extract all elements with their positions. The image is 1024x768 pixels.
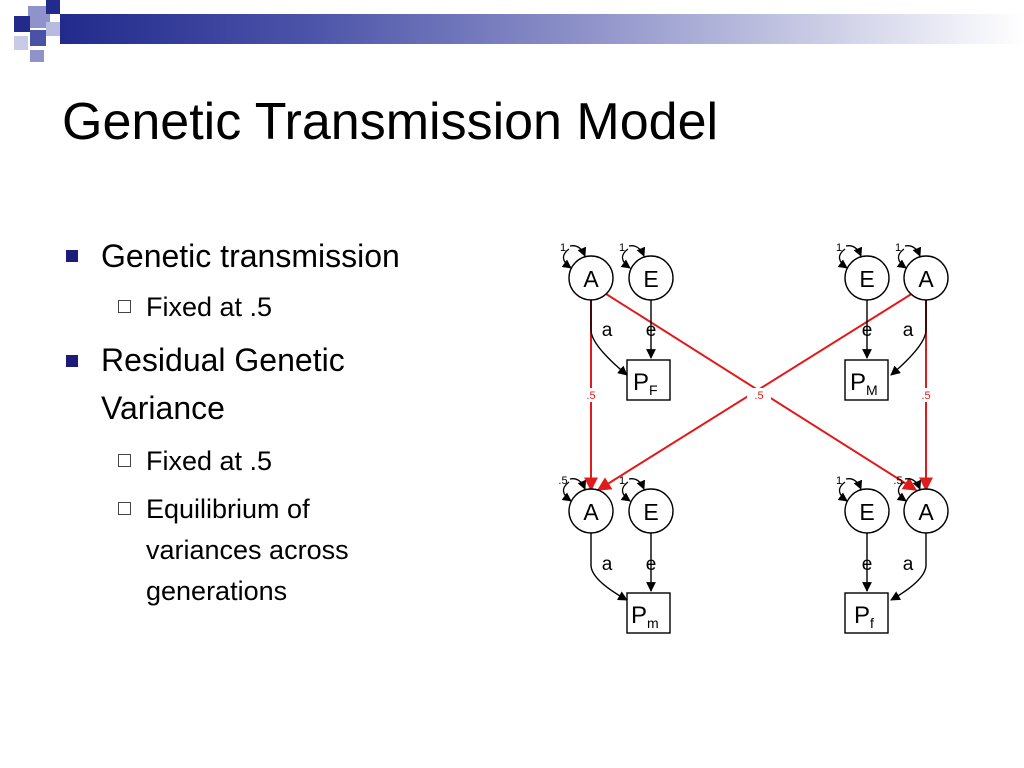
transmission-label-right: .5 <box>921 390 930 402</box>
latent-node-son-E <box>628 488 674 534</box>
path-label: a <box>602 554 613 575</box>
latent-label: E <box>643 499 658 525</box>
variance-loop-icon <box>845 245 863 257</box>
path-daughter-a <box>890 533 927 601</box>
variance-label: .5 <box>558 475 567 487</box>
variance-label: 1 <box>836 242 842 254</box>
latent-node-daughter-E <box>844 488 890 534</box>
decor-square <box>46 22 60 36</box>
path-label: e <box>862 320 873 341</box>
path-son-a <box>590 533 628 601</box>
bullet-text: Residual Genetic <box>101 342 345 378</box>
path-diagram: .5 .5 .5 a e e a a e e a <box>558 242 949 634</box>
path-label: e <box>862 554 873 575</box>
observed-label: Pf <box>854 602 874 631</box>
decor-square <box>28 6 50 28</box>
path-label: a <box>903 320 914 341</box>
latent-node-son-A <box>568 488 614 534</box>
observed-label: Pm <box>631 602 659 631</box>
decor-square <box>30 50 44 62</box>
latent-node-daughter-A <box>903 488 949 534</box>
bullet-text: Genetic transmission <box>101 238 400 274</box>
decor-square <box>14 36 28 50</box>
variance-loop-icon <box>569 245 587 257</box>
variance-label: 1 <box>836 475 842 487</box>
latent-label: E <box>643 266 658 292</box>
variance-loop-icon <box>837 481 848 502</box>
variance-label: 1 <box>619 242 625 254</box>
latent-label: E <box>859 266 874 292</box>
observed-label: PM <box>850 369 878 398</box>
latent-node-father-A <box>568 255 614 301</box>
latent-node-father-E <box>628 255 674 301</box>
variance-loop-icon <box>837 248 848 269</box>
variance-loop-icon <box>620 481 631 502</box>
path-father-a <box>590 300 628 376</box>
hollow-square-bullet-icon <box>118 454 131 467</box>
header-gradient-bar <box>60 14 1024 44</box>
observed-node-father <box>626 359 671 401</box>
latent-label: E <box>859 499 874 525</box>
observed-node-mother <box>844 359 889 401</box>
variance-label: .5 <box>893 475 902 487</box>
variance-label: 1 <box>560 242 566 254</box>
page-title: Genetic Transmission Model <box>62 93 719 151</box>
latent-label: A <box>918 499 934 525</box>
path-label: a <box>602 320 613 341</box>
observed-node-son <box>626 592 671 634</box>
variance-loop-icon <box>845 478 863 490</box>
variance-loop-icon <box>628 478 646 490</box>
decor-square <box>14 16 30 32</box>
hollow-square-bullet-icon <box>118 502 131 515</box>
decor-square <box>30 30 46 46</box>
observed-node-daughter <box>844 592 889 634</box>
observed-label: PF <box>633 369 658 398</box>
decor-square <box>46 0 60 14</box>
bullet-text: Fixed at .5 <box>146 292 273 322</box>
bullet-text: Variance <box>101 390 225 426</box>
variance-loop-icon <box>628 245 646 257</box>
variance-loop-icon <box>896 248 907 269</box>
variance-loop-icon <box>896 481 907 502</box>
latent-node-mother-E <box>844 255 890 301</box>
variance-loop-icon <box>561 248 572 269</box>
variance-loop-icon <box>561 481 572 502</box>
hollow-square-bullet-icon <box>118 300 131 313</box>
bullet-text: Fixed at .5 <box>146 446 273 476</box>
variance-loop-icon <box>620 248 631 269</box>
path-mother-a <box>890 300 927 376</box>
path-label: e <box>646 554 657 575</box>
filled-square-bullet-icon <box>66 250 78 262</box>
transmission-label-left: .5 <box>586 390 595 402</box>
variance-loop-icon <box>569 478 587 490</box>
filled-square-bullet-icon <box>66 355 78 367</box>
variance-loop-icon <box>904 478 922 490</box>
path-label: e <box>646 320 657 341</box>
variance-loop-icon <box>904 245 922 257</box>
latent-label: A <box>583 266 599 292</box>
transmission-label-center: .5 <box>754 390 763 402</box>
latent-label: A <box>583 499 599 525</box>
latent-node-mother-A <box>903 255 949 301</box>
variance-label: 1 <box>895 242 901 254</box>
variance-label: 1 <box>619 475 625 487</box>
bullet-text: Equilibrium of <box>146 494 310 524</box>
bullet-text: generations <box>146 576 288 606</box>
path-label: a <box>903 554 914 575</box>
bullet-text: variances across <box>146 535 349 565</box>
latent-label: A <box>918 266 934 292</box>
